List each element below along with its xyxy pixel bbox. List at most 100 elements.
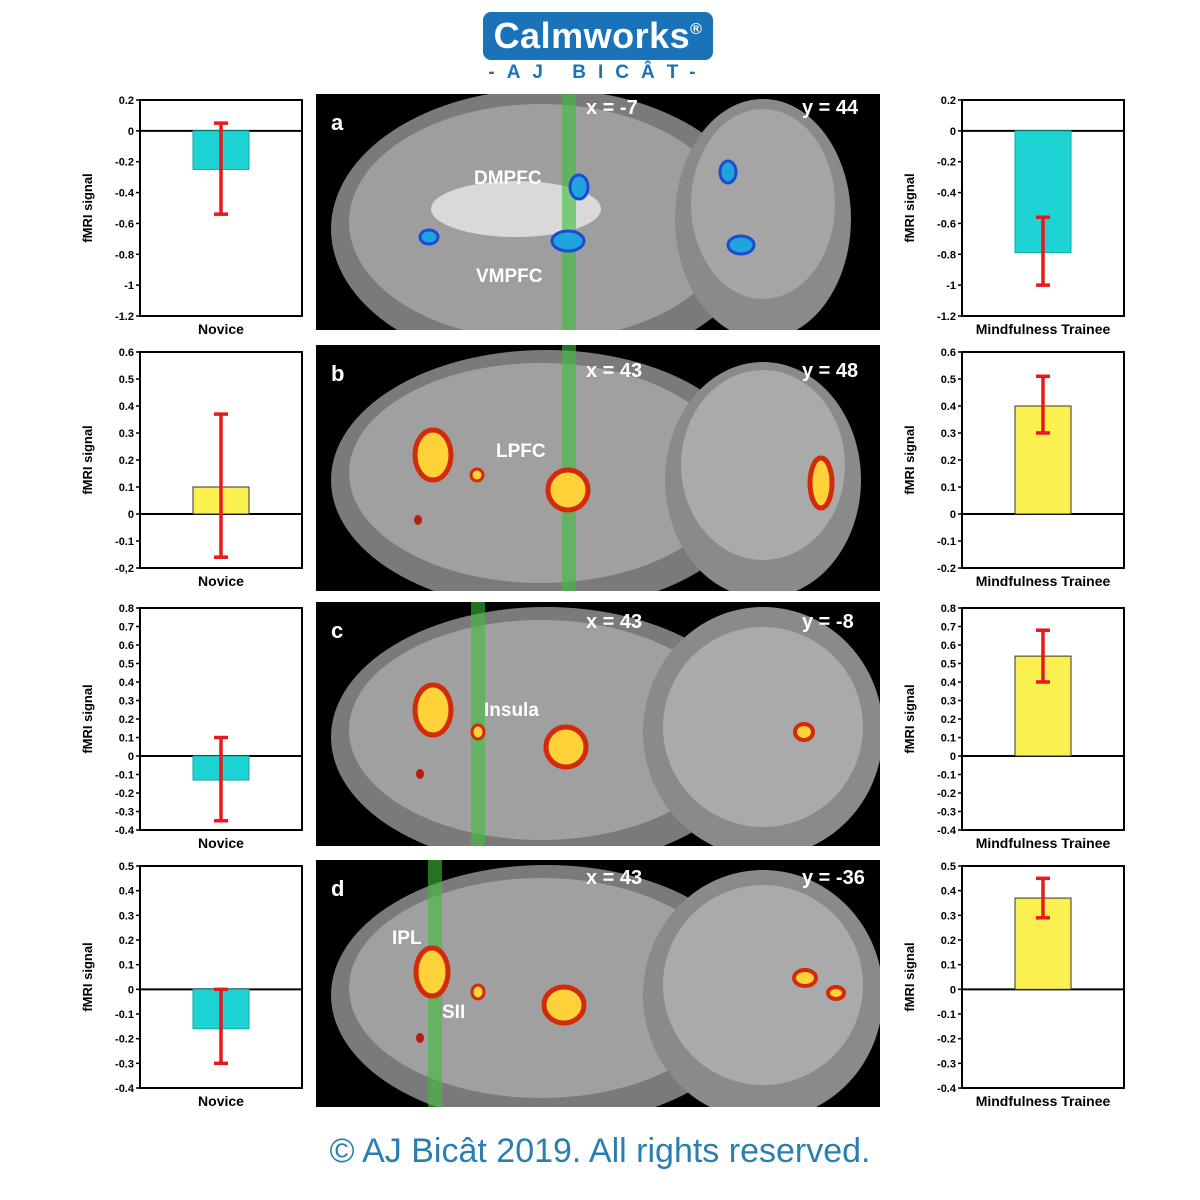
y-tick-label: 0.1 xyxy=(119,733,134,745)
y-tick-label: -1.2 xyxy=(937,311,956,323)
y-tick-label: 0.1 xyxy=(119,482,134,494)
y-axis-label: fMRI signal xyxy=(902,425,917,494)
y-tick-label: -0.1 xyxy=(937,770,956,782)
y-tick-label: 0.1 xyxy=(941,733,956,745)
activation-blob xyxy=(807,455,835,511)
activation-blob xyxy=(412,427,454,483)
y-tick-label: -1.2 xyxy=(115,311,134,323)
y-tick-label: 0.2 xyxy=(119,455,134,467)
y-tick-label: -0.4 xyxy=(937,825,957,837)
y-tick-label: -0.2 xyxy=(115,1034,134,1046)
y-tick-label: 0.2 xyxy=(941,935,956,947)
y-tick-label: -1 xyxy=(946,280,956,292)
y-tick-label: -0,2 xyxy=(115,563,134,575)
brain-panel-d: d x = 43 y = -36 IPL SII xyxy=(316,860,880,1107)
y-tick-label: 0 xyxy=(128,984,134,996)
y-tick-label: -0.1 xyxy=(115,536,134,548)
region-label-vmpfc: VMPFC xyxy=(476,266,543,287)
y-tick-label: 0.8 xyxy=(119,603,134,615)
category-label: Mindfulness Trainee xyxy=(976,321,1111,337)
x-coordinate: x = -7 xyxy=(586,97,638,119)
panel-letter: a xyxy=(331,110,344,135)
y-coordinate: y = -8 xyxy=(802,611,854,633)
y-axis-label: fMRI signal xyxy=(902,173,917,242)
activation-blob xyxy=(545,467,591,513)
activation-blob xyxy=(416,1033,424,1043)
y-tick-label: -0.1 xyxy=(115,1009,134,1021)
y-tick-label: -0.3 xyxy=(937,807,956,819)
y-tick-label: 0 xyxy=(128,126,134,138)
category-label: Mindfulness Trainee xyxy=(976,1093,1111,1109)
y-tick-label: -0.4 xyxy=(115,825,135,837)
y-tick-label: -0.3 xyxy=(937,1058,956,1070)
y-tick-label: 0.4 xyxy=(119,886,135,898)
chart-c-trainee: 0.80.70.60.50.40.30.20.10-0.1-0.2-0.3-0.… xyxy=(902,603,1125,851)
y-axis-label: fMRI signal xyxy=(80,684,95,753)
y-coordinate: y = 44 xyxy=(802,97,859,119)
y-tick-label: 0.3 xyxy=(119,910,134,922)
y-tick-label: -0.3 xyxy=(115,1058,134,1070)
y-tick-label: 0.5 xyxy=(941,861,956,873)
category-label: Novice xyxy=(198,573,244,589)
y-tick-label: 0.4 xyxy=(941,886,957,898)
y-axis-label: fMRI signal xyxy=(902,942,917,1011)
y-tick-label: -0.2 xyxy=(937,788,956,800)
y-tick-label: -0.2 xyxy=(937,157,956,169)
y-tick-label: 0.4 xyxy=(941,677,957,689)
y-tick-label: 0 xyxy=(128,751,134,763)
y-tick-label: -0.2 xyxy=(115,788,134,800)
x-coordinate: x = 43 xyxy=(586,867,642,889)
y-tick-label: -0.4 xyxy=(115,1083,135,1095)
activation-blob xyxy=(541,984,587,1026)
y-tick-label: 0 xyxy=(950,126,956,138)
category-label: Novice xyxy=(198,835,244,851)
brain-panel-b: b x = 43 y = 48 LPFC xyxy=(316,345,880,591)
y-tick-label: 0.2 xyxy=(941,714,956,726)
y-coordinate: y = 48 xyxy=(802,360,858,382)
y-tick-label: 0.4 xyxy=(119,401,135,413)
category-label: Novice xyxy=(198,321,244,337)
panel-letter: d xyxy=(331,876,344,901)
y-tick-label: 0.3 xyxy=(941,428,956,440)
activation-blob xyxy=(726,234,756,256)
y-tick-label: -0.2 xyxy=(937,1034,956,1046)
y-tick-label: -0.1 xyxy=(937,1009,956,1021)
y-tick-label: 0.3 xyxy=(941,696,956,708)
region-label-insula: Insula xyxy=(484,700,539,721)
activation-blob xyxy=(543,724,589,770)
y-tick-label: -0.6 xyxy=(115,218,134,230)
y-tick-label: 0.2 xyxy=(119,935,134,947)
y-tick-label: 0.5 xyxy=(119,374,134,386)
calmworks-logo: Calmworks® xyxy=(483,12,713,60)
activation-blob xyxy=(792,968,818,988)
brain-panel-c: c x = 43 y = -8 Insula xyxy=(316,602,880,846)
y-tick-label: 0.6 xyxy=(119,347,134,359)
y-tick-label: -0.2 xyxy=(115,157,134,169)
activation-blob xyxy=(412,682,454,738)
y-tick-label: 0.6 xyxy=(119,640,134,652)
activation-blob xyxy=(416,769,424,779)
slice-marker xyxy=(562,94,576,330)
y-tick-label: -0.4 xyxy=(937,1083,957,1095)
y-tick-label: -0.1 xyxy=(937,536,956,548)
y-tick-label: 0.7 xyxy=(119,622,134,634)
y-tick-label: -0.8 xyxy=(937,249,956,261)
activation-blob xyxy=(718,159,738,185)
y-coordinate: y = -36 xyxy=(802,867,865,889)
y-tick-label: 0.5 xyxy=(119,861,134,873)
y-axis-label: fMRI signal xyxy=(80,173,95,242)
registered-mark: ® xyxy=(690,21,703,38)
y-tick-label: 0.1 xyxy=(119,960,134,972)
y-axis-label: fMRI signal xyxy=(902,684,917,753)
y-tick-label: -0.8 xyxy=(115,249,134,261)
activation-blob xyxy=(413,945,451,999)
y-tick-label: 0.3 xyxy=(119,696,134,708)
x-coordinate: x = 43 xyxy=(586,611,642,633)
y-tick-label: 0.6 xyxy=(941,347,956,359)
y-tick-label: 0.2 xyxy=(119,714,134,726)
copyright-footer: © AJ Bicât 2019. All rights reserved. xyxy=(329,1132,871,1170)
